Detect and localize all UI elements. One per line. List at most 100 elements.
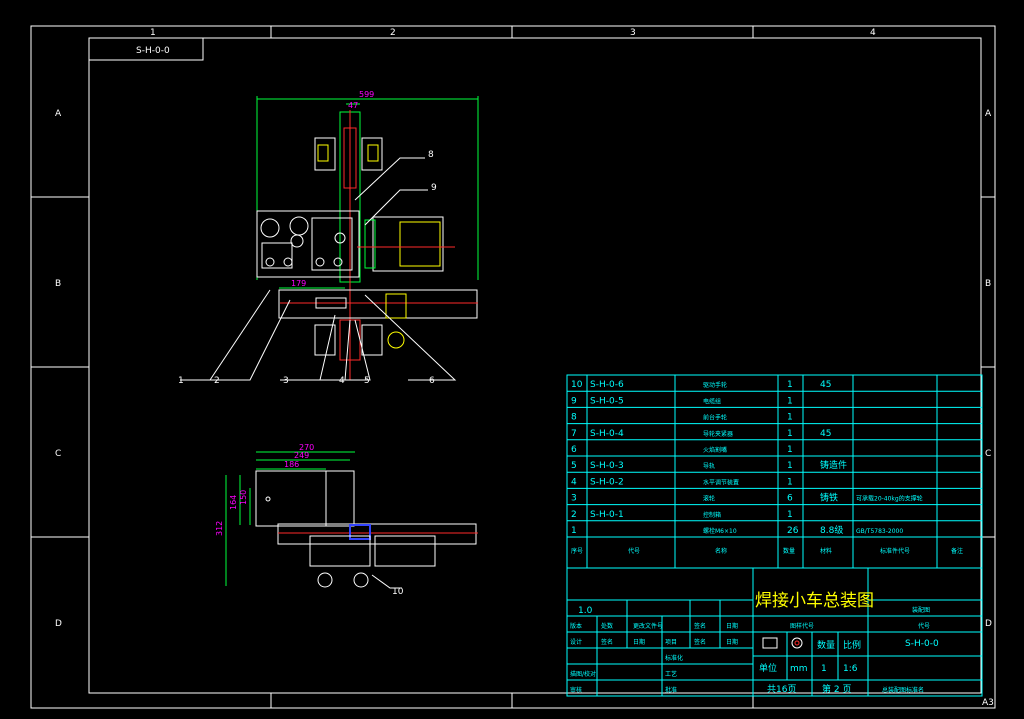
lbl-assembly: 装配图 [912,606,930,614]
parts-cell-name: 导轮夹紧器 [703,430,733,438]
lbl-qty: 数量 [817,639,835,651]
balloon-3: 3 [283,376,289,386]
parts-header-material: 材料 [820,547,832,555]
lbl-unit: 单位 [759,662,777,674]
parts-cell-standard: GB/T5783-2000 [856,528,903,535]
parts-cell-qty: 1 [787,413,793,423]
parts-cell-name: 滚轮 [703,495,715,503]
parts-cell-no: 4 [571,477,577,487]
code-box [88,37,204,61]
scale-value: 1:6 [843,664,858,674]
parts-cell-name: 水平调节装置 [703,478,739,486]
parts-header-code: 代号 [628,547,640,555]
zone-ticks [31,26,995,708]
inner-border [88,37,982,694]
parts-cell-code: S-H-0-1 [590,510,624,520]
sheet-size: A3 [982,698,994,708]
parts-list-grid [566,374,983,569]
page-number: 第 2 页 [822,683,851,695]
parts-cell-no: 9 [571,396,577,406]
parts-cell-qty: 1 [787,510,793,520]
balloon-9: 9 [431,183,437,193]
front-view [225,451,478,589]
parts-cell-no: 10 [571,380,583,390]
lbl-change-doc: 更改文件号 [633,622,663,630]
row-label-d-right: D [985,619,992,629]
parts-cell-qty: 26 [787,526,799,536]
parts-header-note: 备注 [951,547,963,555]
balloon-5: 5 [364,376,370,386]
parts-cell-name: 螺栓M6×10 [703,527,737,535]
parts-cell-qty: 1 [787,429,793,439]
parts-cell-qty: 6 [787,494,793,504]
qty-value: 1 [821,664,827,674]
balloon-6: 6 [429,376,435,386]
lbl-sign3: 签名 [694,638,706,646]
parts-cell-no: 7 [571,429,577,439]
col-label-3: 3 [630,28,636,38]
parts-header-name: 名称 [715,547,727,555]
parts-header-no: 序号 [571,547,583,555]
top-view [180,96,479,381]
parts-cell-qty: 1 [787,477,793,487]
lbl-project: 项目 [665,639,677,646]
parts-cell-material: 8.8级 [820,524,843,536]
col-label-4: 4 [870,28,876,38]
parts-cell-no: 8 [571,413,577,423]
drawing-title: 焊接小车总装图 [755,591,874,611]
parts-cell-name: 驱动手轮 [703,381,727,389]
lbl-version: 版本 [570,622,582,630]
balloon-1: 1 [178,376,184,386]
lbl-date3: 日期 [726,638,738,646]
balloon-4: 4 [339,376,345,386]
unit-value: mm [790,664,808,674]
parts-cell-code: S-H-0-2 [590,477,624,487]
parts-cell-code: S-H-0-4 [590,429,624,439]
parts-cell-material: 铸造件 [820,459,847,471]
parts-cell-name: 火焰割嘴 [703,446,727,454]
parts-cell-code: S-H-0-3 [590,461,624,471]
parts-cell-qty: 1 [787,396,793,406]
parts-cell-code: S-H-0-5 [590,396,624,406]
dim-179: 179 [291,279,306,288]
title-block-grid [566,567,983,697]
parts-cell-qty: 1 [787,461,793,471]
dim-599: 599 [359,90,374,99]
row-label-c: C [55,449,61,459]
lbl-date2: 日期 [633,638,645,646]
company-label: 总装配图标准名 [882,686,924,694]
lbl-design: 设计 [570,638,582,646]
parts-cell-no: 5 [571,461,577,471]
lbl-review: 审核 [570,686,582,694]
parts-cell-code: S-H-0-6 [590,380,624,390]
lbl-mark: 处数 [601,622,613,630]
parts-cell-name: 控制箱 [703,511,721,519]
dim-47: 47 [348,101,358,110]
lbl-sign2: 签名 [601,638,613,646]
balloon-10: 10 [392,587,404,597]
lbl-figure-code: 图样代号 [790,622,814,630]
row-label-b-right: B [985,279,991,289]
row-label-b: B [55,279,61,289]
lbl-scale: 比例 [843,639,861,651]
balloon-8: 8 [428,150,434,160]
parts-cell-name: 前台手轮 [703,414,727,422]
total-pages: 共16页 [767,684,796,695]
parts-cell-no: 1 [571,526,577,536]
row-label-c-right: C [985,449,991,459]
dim-164: 164 [229,495,238,510]
dim-312: 312 [215,521,224,536]
balloon-2: 2 [214,376,220,386]
lbl-process: 工艺 [665,670,677,678]
lbl-code: 代号 [918,622,930,630]
dim-249: 249 [294,451,309,460]
parts-cell-material: 铸铁 [820,492,838,504]
dim-186: 186 [284,460,299,469]
code-box-text: S-H-0-0 [136,46,170,56]
parts-cell-qty: 1 [787,380,793,390]
row-label-a: A [55,109,62,119]
parts-header-standard: 标准件代号 [880,547,910,555]
parts-header-qty: 数量 [783,547,795,555]
